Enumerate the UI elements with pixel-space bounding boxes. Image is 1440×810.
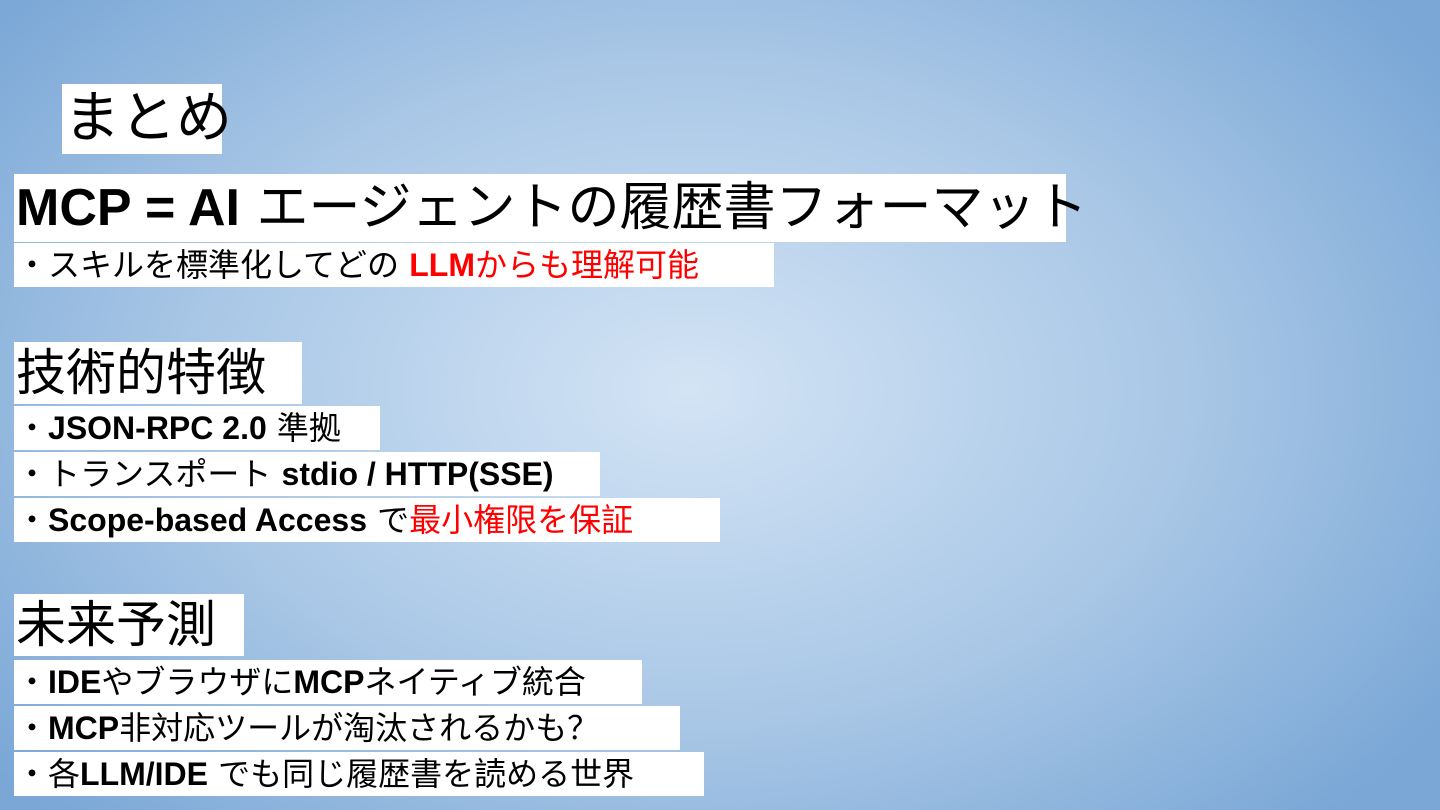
ide-mid: やブラウザに [101, 663, 294, 701]
intro-bullet-prefix: ・スキルを標準化してどの [16, 246, 400, 284]
mcp-rest: 非対応ツールが淘汰されるかも？ [119, 709, 600, 747]
future-bullet-mcp: ・MCP非対応ツールが淘汰されるかも？ [14, 706, 680, 750]
mcp-bold: MCP [293, 664, 365, 700]
ide-bold: IDE [48, 664, 102, 700]
technical-bullet-jsonrpc: ・JSON-RPC 2.0 準拠 [14, 406, 380, 450]
bullet-prefix: ・ [16, 663, 49, 701]
technical-bullet-scope: ・Scope-based Access で最小権限を保証 [14, 498, 720, 542]
future-heading: 未来予測 [14, 594, 244, 656]
headline-bold: MCP = AI [16, 179, 240, 237]
bullet-prefix: ・ [16, 709, 49, 747]
scope-mid: で [377, 501, 410, 539]
intro-bullet: ・スキルを標準化してどの LLMからも理解可能 [14, 243, 774, 287]
llm-ide-rest: でも同じ履歴書を読める世界 [218, 755, 635, 793]
intro-bullet-red-rest: からも理解可能 [474, 246, 699, 284]
llm-ide-prefix: ・各 [16, 755, 81, 793]
future-bullet-llm-ide: ・各LLM/IDE でも同じ履歴書を読める世界 [14, 752, 704, 796]
transport-bold: stdio / HTTP(SSE) [281, 456, 554, 492]
jsonrpc-rest: 準拠 [276, 409, 341, 447]
headline: MCP = AI エージェントの履歴書フォーマット [14, 174, 1087, 242]
slide-title: まとめ [62, 84, 232, 154]
mcp-bold: MCP [48, 710, 120, 746]
technical-bullet-transport: ・トランスポート stdio / HTTP(SSE) [14, 452, 600, 496]
bullet-prefix: ・ [16, 409, 49, 447]
intro-bullet-llm: LLM [409, 247, 475, 283]
transport-prefix: ・トランスポート [16, 455, 272, 493]
ide-rest: ネイティブ統合 [364, 663, 586, 701]
llm-ide-bold: LLM/IDE [80, 756, 208, 792]
bullet-prefix: ・ [16, 501, 49, 539]
headline-rest: エージェントの履歴書フォーマット [256, 178, 1088, 238]
jsonrpc-text: JSON-RPC 2.0 [48, 410, 267, 446]
scope-bold: Scope-based Access [48, 502, 367, 538]
future-bullet-ide: ・IDEやブラウザにMCPネイティブ統合 [14, 660, 642, 704]
scope-red: 最小権限を保証 [409, 501, 634, 539]
technical-heading: 技術的特徴 [14, 342, 302, 404]
